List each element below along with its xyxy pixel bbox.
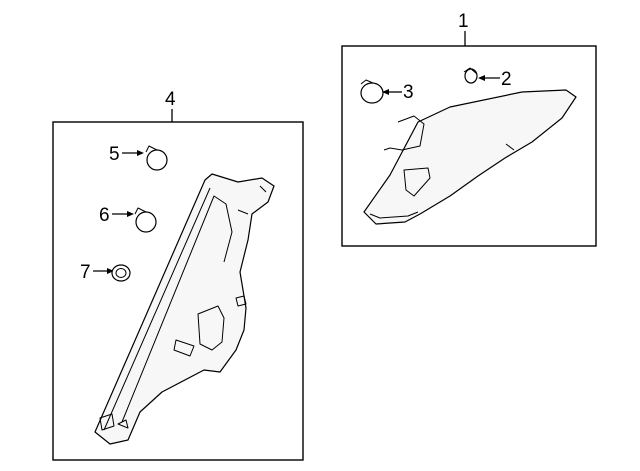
fastener-3-head [360,82,384,104]
fastener-2-head [464,68,478,84]
fastener-6[interactable] [134,207,157,233]
callout-6[interactable]: 6 [99,205,110,226]
pillar-trim-panel-edge [103,187,211,431]
assembly-group-1: 1 2 3 [341,11,597,247]
quarter-trim-panel-vent [403,167,431,197]
fastener-6-shank [134,207,147,215]
assembly-group-4: 4 5 6 7 [52,89,304,461]
arrowhead-7 [107,268,114,274]
fastener-7[interactable] [111,264,131,282]
fastener-5-head [146,149,168,171]
pillar-trim-panel-foot-slot [99,413,115,431]
arrowhead-6 [127,211,134,217]
pillar-trim-panel-inner-ridge [121,195,233,423]
pillar-trim-panel-top-tab [237,185,267,215]
fastener-2-flange [463,67,478,75]
quarter-trim-panel-body [363,89,577,225]
fastener-7-plug-inner [115,268,127,278]
group-1-frame [341,45,597,247]
fastener-3-shank [360,79,374,85]
pillar-trim-panel-window [197,305,225,351]
callout-3[interactable]: 3 [403,82,414,103]
quarter-trim-panel-notch [505,143,515,151]
quarter-trim-panel-lower-edge [369,211,419,219]
callout-5[interactable]: 5 [109,144,120,165]
arrowhead-5 [137,150,144,156]
fastener-2[interactable] [463,67,478,84]
pillar-trim-panel-foot-notch [117,419,129,429]
arrowhead-3 [382,89,389,95]
quarter-trim-panel[interactable] [363,89,577,225]
fastener-5[interactable] [145,145,168,171]
group-4-frame [52,121,304,461]
callout-1[interactable]: 1 [458,11,469,32]
arrowhead-2 [478,75,485,81]
callout-4[interactable]: 4 [165,89,176,110]
callout-2[interactable]: 2 [501,69,512,90]
fastener-7-plug [111,264,131,282]
quarter-trim-panel-clip-tab [383,115,425,151]
fastener-3[interactable] [360,79,384,104]
callout-7[interactable]: 7 [80,262,91,283]
fastener-6-head [135,211,157,233]
fastener-5-shank [145,145,158,153]
pillar-trim-panel-slot [173,339,195,357]
pillar-trim-panel[interactable] [94,173,275,445]
pillar-trim-panel-clip-hole [235,295,247,307]
